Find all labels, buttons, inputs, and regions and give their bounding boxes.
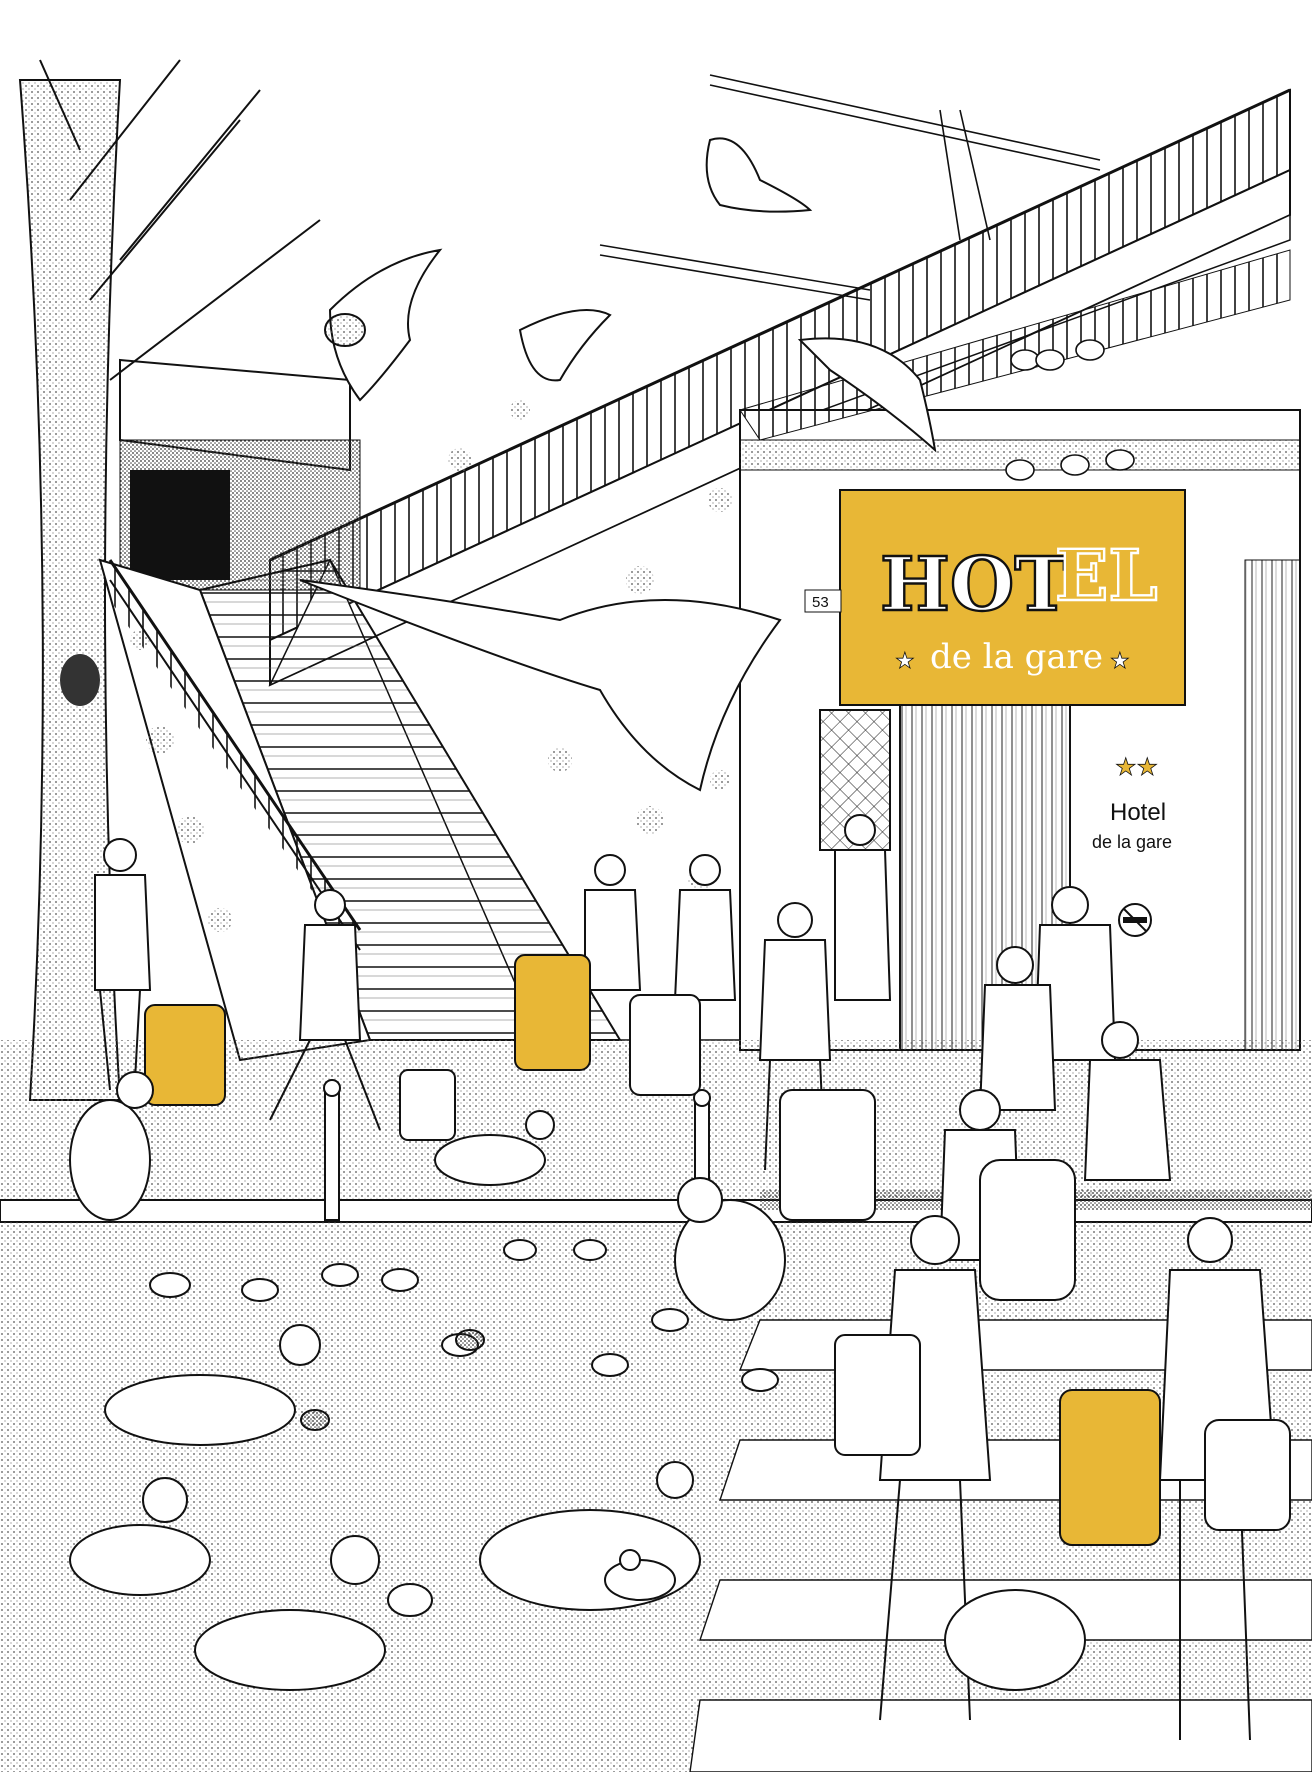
hotel-sign-title-part1: HOT (880, 542, 1069, 628)
hotel-plate-stars: ★★ (1115, 753, 1158, 781)
no-smoking-icon (1118, 903, 1152, 937)
pigeons-flying (299, 137, 937, 792)
pigeons-rooftop (1005, 339, 1135, 481)
hotel-plate-line2: de la gare (1092, 832, 1172, 852)
station-overpass (119, 358, 361, 591)
street-number: 53 (812, 594, 829, 611)
hotel-sign-title-part2: EL (1055, 534, 1158, 617)
yellow-suitcases (144, 954, 1161, 1546)
yellow-suitcase-crosswalk (1059, 1389, 1161, 1546)
staircase (98, 558, 622, 1062)
construction-crane (599, 74, 1101, 301)
street-number-plate: 53 (804, 589, 842, 613)
hotel-wall-plate: ★★ Hotel de la gare (1092, 753, 1172, 852)
hotel-sign-subtitle: de la gare (930, 637, 1103, 677)
hotel-sign-star-left: ★ (895, 649, 915, 674)
hotel-sign-star-right: ★ (1110, 649, 1130, 674)
pigeons-ground (69, 1071, 786, 1691)
crosswalk (689, 1319, 1312, 1772)
yellow-suitcase-left (144, 1004, 226, 1106)
hotel-sign: HOT EL ★ de la gare ★ (839, 489, 1186, 706)
white-suitcases (399, 994, 876, 1221)
hotel-plate-line1: Hotel (1110, 799, 1166, 826)
pedestrians (94, 814, 1291, 1741)
yellow-suitcase-stairs (514, 954, 591, 1071)
